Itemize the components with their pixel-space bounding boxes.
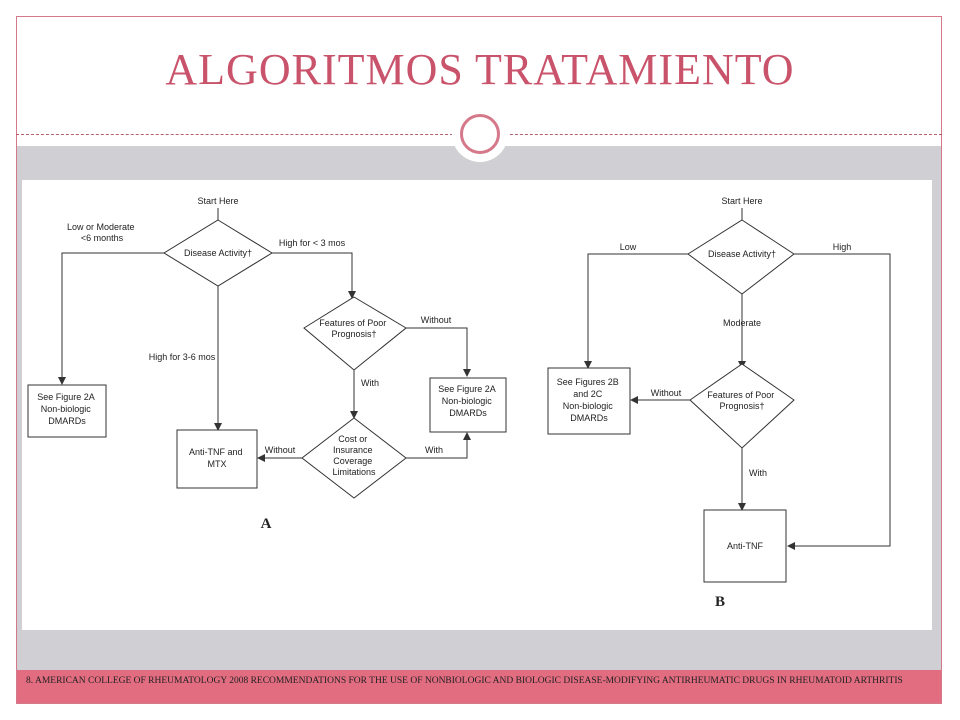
a-start-label: Start Here [197, 196, 238, 206]
b-box-figures-2b-2c-text: See Figures 2B and 2C Non-biologic DMARD… [557, 377, 622, 423]
b-edge-without: Without [651, 388, 682, 398]
b-edge-with: With [749, 468, 767, 478]
b-decision1-text: Disease Activity† [708, 249, 776, 259]
b-start-label: Start Here [721, 196, 762, 206]
a-edge-high-lt3: High for < 3 mos [279, 238, 346, 248]
b-arrow-low [584, 253, 688, 369]
a-edge-with-1: With [361, 378, 379, 388]
b-decision2-text: Features of Poor Prognosis† [707, 390, 777, 411]
slide-title: ALGORITMOS TRATAMIENTO [165, 45, 795, 94]
a-arrow-without-1 [406, 327, 471, 377]
a-box-antitnf-mtx [176, 429, 258, 489]
a-box-figure-2a-left [27, 384, 107, 438]
slide-frame [16, 16, 942, 704]
flowchart-svg: Start Here Disease Activity† Low or Mode… [27, 196, 891, 610]
b-arrow-high [787, 253, 891, 550]
flowchart-panel: Start Here Disease Activity† Low or Mode… [22, 180, 932, 630]
b-edge-low: Low [620, 242, 637, 252]
b-box-figures-2b-2c [547, 367, 631, 435]
a-arrow-low-moderate [58, 252, 164, 385]
a-box-figure-2a-right-text: See Figure 2A Non-biologic DMARDs [438, 384, 498, 418]
a-diagram-label: A [261, 516, 272, 532]
a-edge-low-moderate: Low or Moderate <6 months [67, 222, 137, 243]
a-decision-cost-insurance [301, 417, 407, 499]
a-arrow-with-2 [406, 432, 471, 459]
b-edge-high: High [833, 242, 852, 252]
a-decision1-text: Disease Activity† [184, 248, 252, 258]
a-edge-without-2: Without [265, 445, 296, 455]
ornament-circle-icon [460, 114, 500, 154]
a-box-figure-2a-left-text: See Figure 2A Non-biologic DMARDs [37, 392, 97, 426]
a-edge-without-1: Without [421, 315, 452, 325]
diagram-b: Start Here Disease Activity† Low High Mo… [547, 196, 891, 610]
b-box-antitnf-text: Anti-TNF [727, 541, 764, 551]
footer-bar [17, 670, 941, 703]
a-edge-high-3-6: High for 3-6 mos [149, 352, 216, 362]
b-diagram-label: B [715, 594, 725, 610]
footer-citation: 8. AMERICAN COLLEGE OF RHEUMATOLOGY 2008… [26, 676, 903, 686]
a-decision2-text: Features of Poor Prognosis† [319, 318, 389, 339]
a-box-antitnf-mtx-text: Anti-TNF and MTX [189, 447, 245, 469]
b-box-antitnf [703, 509, 787, 583]
a-box-figure-2a-right [429, 377, 507, 433]
a-arrow-high-lt3 [272, 252, 356, 299]
a-decision3-text: Cost or Insurance Coverage Limitations [332, 434, 376, 477]
a-edge-with-2: With [425, 445, 443, 455]
diagram-a: Start Here Disease Activity† Low or Mode… [27, 196, 507, 532]
